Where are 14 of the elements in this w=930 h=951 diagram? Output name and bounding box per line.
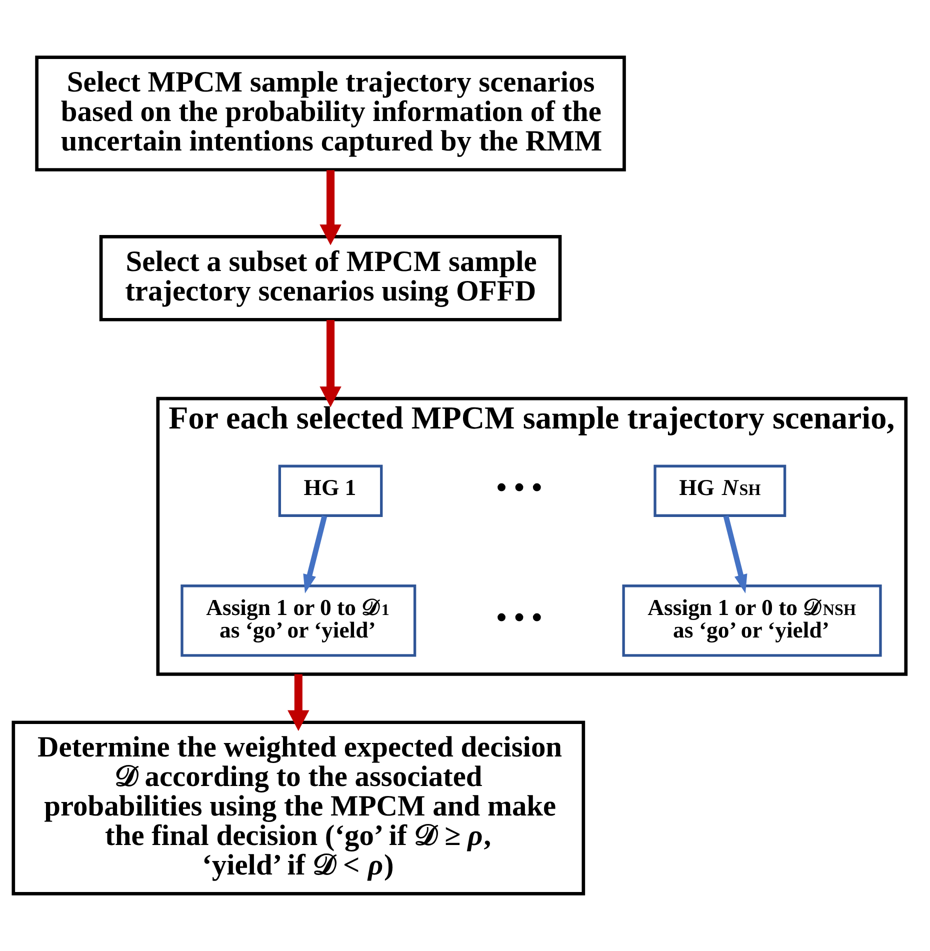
node-box: Select a subset of MPCM sample trajectory scenarios using OFFD xyxy=(99,234,562,322)
arrow xyxy=(288,674,310,731)
node-box: Assign 1 or 0 to 𝒟1 as ‘go’ or ‘yield’ xyxy=(180,584,416,657)
node-box: Assign 1 or 0 to 𝒟NSH as ‘go’ or ‘yield’ xyxy=(622,584,882,657)
node-box: Select MPCM sample trajectory scenarios based on the probability information of the uncertain intentions captured by the RMM xyxy=(35,56,626,172)
label: • • • xyxy=(496,602,542,634)
arrow xyxy=(320,170,342,246)
node-box: Determine the weighted expected decision 𝒟 according to the associated probabilities using the MPCM and make the final decision (‘go’ if 𝒟 ≥ ρ, ‘yield’ if 𝒟 < ρ) xyxy=(12,720,586,896)
label: • • • xyxy=(496,472,542,504)
node-box: HG NSH xyxy=(654,464,786,517)
arrow xyxy=(303,515,328,594)
arrow xyxy=(723,515,748,594)
arrow xyxy=(320,320,342,408)
node-box: HG 1 xyxy=(278,464,383,517)
